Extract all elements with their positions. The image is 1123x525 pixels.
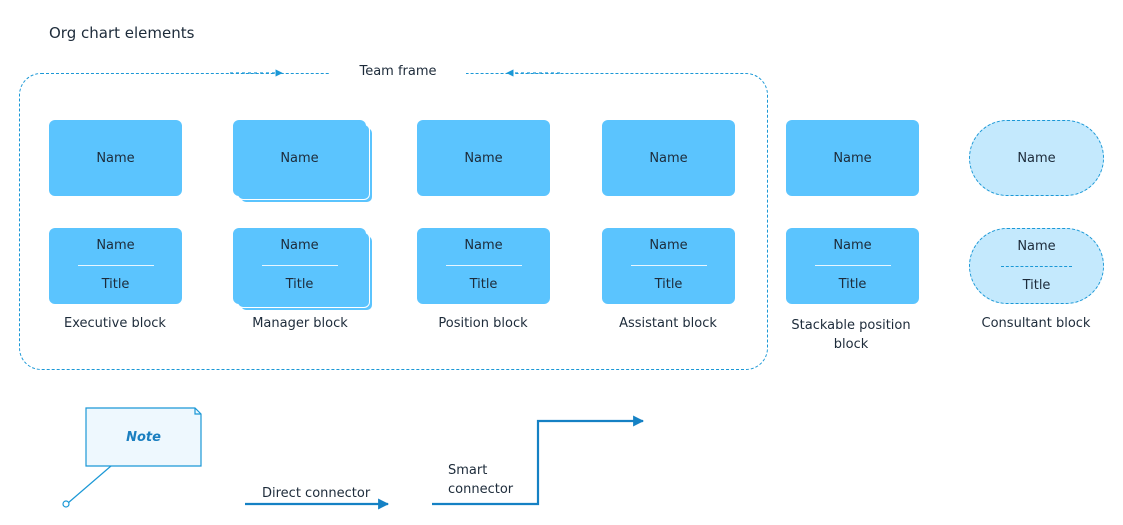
- manager-block-name[interactable]: Name: [233, 120, 366, 196]
- block-divider: [446, 265, 522, 266]
- block-name-text: Name: [833, 150, 872, 166]
- manager-block-caption: Manager block: [252, 316, 348, 331]
- block-divider: [631, 265, 707, 266]
- executive-block-name[interactable]: Name: [49, 120, 182, 196]
- block-divider: [78, 265, 154, 266]
- block-divider: [262, 265, 338, 266]
- smart-connector-label: Smart connector: [448, 463, 514, 497]
- position-block-name-title[interactable]: Name Title: [417, 228, 550, 304]
- assistant-block-name[interactable]: Name: [602, 120, 735, 196]
- block-name-text: Name: [649, 238, 688, 253]
- block-title-text: Title: [838, 277, 867, 292]
- executive-block-name-title[interactable]: Name Title: [49, 228, 182, 304]
- consultant-block-name-title[interactable]: Name Title: [969, 228, 1104, 304]
- block-title-text: Title: [101, 277, 130, 292]
- block-name-text: Name: [464, 238, 503, 253]
- block-name-text: Name: [96, 238, 135, 253]
- assistant-block-caption: Assistant block: [619, 316, 717, 331]
- position-block-caption: Position block: [438, 316, 528, 331]
- note-leader-end: [62, 500, 70, 508]
- block-divider: [1001, 266, 1072, 267]
- block-name-text: Name: [649, 150, 688, 166]
- block-title-text: Title: [654, 277, 683, 292]
- block-name-text: Name: [1017, 239, 1056, 254]
- consultant-block-caption: Consultant block: [981, 316, 1091, 331]
- assistant-block-name-title[interactable]: Name Title: [602, 228, 735, 304]
- block-name-text: Name: [280, 238, 319, 253]
- block-name-text: Name: [464, 150, 503, 166]
- block-name-text: Name: [280, 150, 319, 166]
- block-name-text: Name: [833, 238, 872, 253]
- block-name-text: Name: [96, 150, 135, 166]
- note-leader-line: [67, 465, 112, 504]
- block-title-text: Title: [285, 277, 314, 292]
- direct-connector-label: Direct connector: [262, 486, 371, 501]
- smart-connector-line: [432, 415, 645, 506]
- stackable-position-block-caption: Stackable position block: [791, 318, 911, 352]
- manager-block-name-title[interactable]: Name Title: [233, 228, 366, 304]
- position-block-name[interactable]: Name: [417, 120, 550, 196]
- block-title-text: Title: [1022, 278, 1051, 293]
- note-label: Note: [126, 430, 161, 445]
- stackable-position-block-name-title[interactable]: Name Title: [786, 228, 919, 304]
- page-title: Org chart elements: [49, 24, 195, 42]
- executive-block-caption: Executive block: [64, 316, 166, 331]
- consultant-block-name[interactable]: Name: [969, 120, 1104, 196]
- block-divider: [815, 265, 891, 266]
- block-title-text: Title: [469, 277, 498, 292]
- stackable-position-block-name[interactable]: Name: [786, 120, 919, 196]
- note-shape: [85, 407, 202, 467]
- block-name-text: Name: [1017, 150, 1056, 166]
- team-frame-label: Team frame: [330, 64, 466, 79]
